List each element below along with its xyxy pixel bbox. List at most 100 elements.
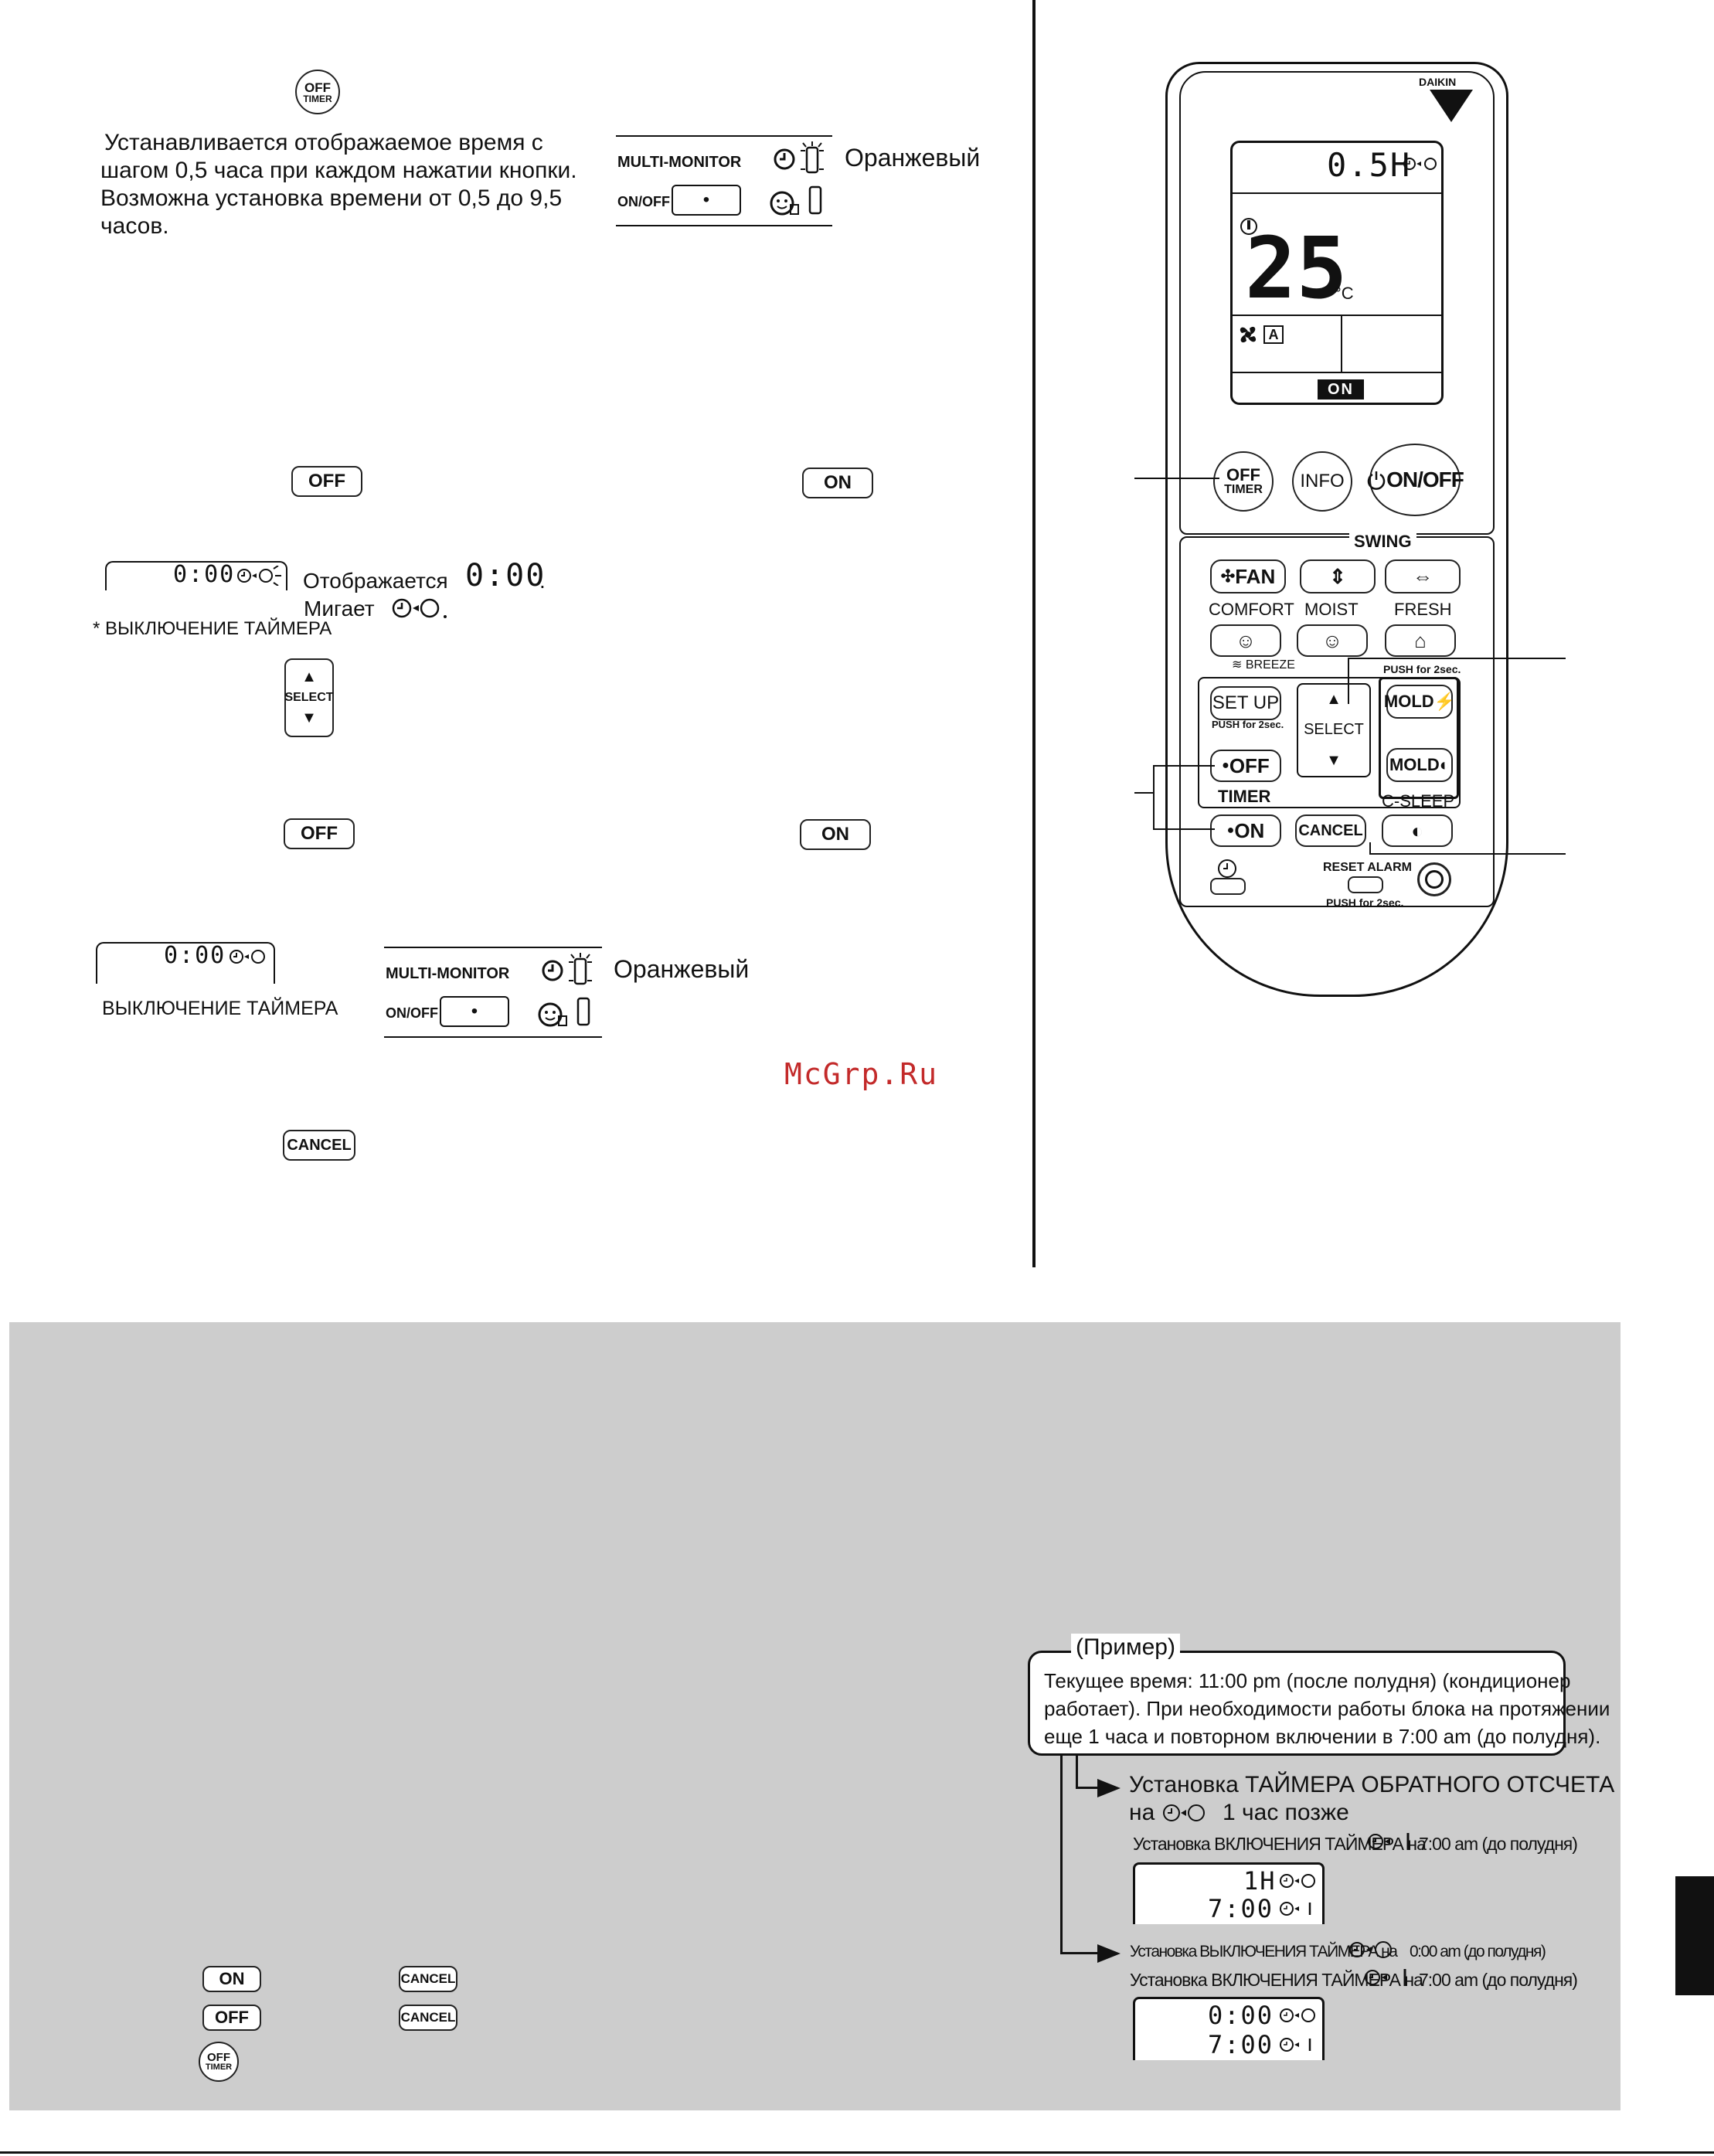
off-button-2[interactable]: OFF	[284, 818, 355, 849]
remote-reset-alarm-button[interactable]	[1348, 876, 1383, 893]
on-button-2[interactable]: ON	[800, 819, 871, 850]
cancel-button[interactable]: CANCEL	[283, 1130, 355, 1161]
column-divider	[1032, 0, 1036, 1267]
callout-select-v	[1348, 658, 1349, 704]
remote-off-timer-button[interactable]: INFO OFF TIMER	[1213, 451, 1274, 512]
example-lcd-1-top: 1H	[1243, 1866, 1277, 1896]
moist-icon: ☺	[1321, 628, 1343, 652]
auto-fan-icon: A	[1263, 325, 1284, 344]
onoff-label: ON/OFF	[617, 194, 670, 209]
off-timer-symbol-icon-2	[1163, 1804, 1205, 1821]
orange-color-label: Оранжевый	[845, 144, 981, 172]
bottom-cancel-button-1[interactable]: CANCEL	[399, 1966, 457, 1992]
lcd-display-result: 0:00	[96, 942, 275, 984]
remote-mold1-button[interactable]: MOLD⚡	[1384, 685, 1455, 719]
fan-icon	[1240, 326, 1257, 343]
remote-on-button[interactable]: ●ON	[1210, 814, 1281, 847]
orange-color-label-2: Оранжевый	[614, 955, 750, 983]
multi-monitor-panel: MULTI-MONITOR ON/OFF •	[616, 135, 832, 226]
example-title: (Пример)	[1071, 1634, 1180, 1661]
swing-label: SWING	[1349, 532, 1416, 552]
remote-off-button[interactable]: ●OFF	[1210, 750, 1281, 782]
page-bottom-rule	[0, 2151, 1714, 2154]
remote-fresh-button[interactable]: ⌂	[1385, 624, 1456, 657]
off-timer-button[interactable]: OFF TIMER	[295, 70, 340, 114]
remote-swing-horizontal-button[interactable]: ⇔	[1385, 559, 1461, 593]
example-lcd-1-bottom: 7:00	[1208, 1894, 1274, 1923]
remote-mold2-button[interactable]: MOLD◐	[1386, 748, 1453, 782]
lcd-display-step: 0:00	[105, 561, 287, 590]
example-box: Текущее время: 11:00 pm (после полудня) …	[1028, 1651, 1610, 1756]
arrow-1-head-icon	[1097, 1779, 1121, 1797]
lamp-off-icon-2	[576, 997, 590, 1026]
example-lcd-2: 0:00 7:00	[1133, 1997, 1325, 2060]
remote-moist-button[interactable]: ☺	[1297, 624, 1368, 657]
moist-label: MOIST	[1304, 600, 1359, 619]
remote-clock-icon	[1218, 859, 1236, 878]
remote-comfort-button[interactable]: ☺	[1210, 624, 1281, 657]
remote-cancel-button[interactable]: CANCEL	[1295, 814, 1366, 847]
timer-clock-icon-2	[542, 960, 563, 981]
comfort-label: COMFORT	[1209, 600, 1294, 619]
remote-clock-button[interactable]	[1210, 878, 1246, 895]
bottom-off-timer-top: OFF	[207, 2051, 230, 2064]
countdown-line-1: Установка ТАЙМЕРА ОБРАТНОГО ОТСЧЕТА	[1129, 1772, 1615, 1797]
remote-onoff-button[interactable]: ON/OFF	[1367, 444, 1464, 516]
remote-info-button[interactable]: INFO	[1292, 451, 1352, 512]
mold-frame	[1379, 677, 1459, 799]
remote-on-dot-icon: ●	[1226, 824, 1235, 837]
remote-control: DAIKIN 0.5H 25 °C A ON INFO OFF TIMER IN…	[1151, 54, 1522, 1005]
remote-fan-button[interactable]: ✣FAN	[1210, 559, 1286, 593]
display-result-caption: ВЫКЛЮЧЕНИЕ ТАЙМЕРА	[102, 998, 338, 1019]
remote-select-button[interactable]: ▲ SELECT ▼	[1297, 683, 1371, 777]
onoff-label-2: ON/OFF	[386, 1005, 438, 1021]
step1-line-1: Устанавливается отображаемое время с	[104, 130, 543, 155]
shown-text: Отображается	[303, 569, 448, 593]
bottom-off-timer-bottom: TIMER	[205, 2062, 233, 2072]
off-timer-top-label: OFF	[304, 80, 331, 95]
reset-alarm-label: RESET ALARM	[1323, 861, 1412, 874]
remote-csleep-button[interactable]: ◐	[1382, 814, 1453, 847]
countdown-line-2-post: 1 час позже	[1223, 1800, 1349, 1825]
econo-face-icon-2	[538, 1002, 567, 1027]
example-lcd-2-top: 0:00	[1208, 2001, 1274, 2030]
remote-swing-vertical-button[interactable]: ⇕	[1300, 559, 1376, 593]
bottom-off-button[interactable]: OFF	[202, 2005, 261, 2031]
thermometer-icon	[1240, 218, 1257, 235]
bottom-on-button[interactable]: ON	[202, 1966, 261, 1992]
countdown-line-2-pre: на	[1129, 1800, 1155, 1825]
power-icon	[1367, 471, 1386, 490]
on-button[interactable]: ON	[802, 468, 873, 498]
on-timer-symbol-icon	[1368, 1833, 1410, 1850]
example-line-1: Текущее время: 11:00 pm (после полудня) …	[1044, 1669, 1571, 1692]
push2-label: PUSH for 2sec.	[1383, 663, 1461, 675]
off-button[interactable]: OFF	[291, 466, 362, 497]
lamp-off-icon	[808, 185, 822, 215]
multi-monitor-panel-2: MULTI-MONITOR ON/OFF •	[384, 947, 602, 1038]
callout-timer-off	[1153, 765, 1215, 767]
econo-face-icon	[770, 191, 799, 216]
lcd-on-indicator: ON	[1318, 379, 1364, 400]
remote-lcd-temp: 25	[1245, 219, 1348, 318]
breeze-label: ≋ BREEZE	[1232, 658, 1295, 672]
multi-monitor-label-2: MULTI-MONITOR	[386, 965, 510, 982]
mold2-icon: ◐	[1439, 755, 1450, 774]
fan-small-icon: ✣	[1220, 566, 1236, 586]
swing-horizontal-icon: ⇔	[1413, 564, 1433, 588]
csleep-icon: ◐	[1411, 818, 1423, 842]
bottom-off-timer-button[interactable]: OFF TIMER	[199, 2042, 239, 2082]
remote-setup-button[interactable]: SET UP	[1210, 686, 1281, 720]
remote-off-dot-icon: ●	[1222, 759, 1229, 772]
off-timer-bottom-label: TIMER	[303, 93, 332, 104]
remote-select-up-icon: ▲	[1326, 691, 1342, 709]
remote-off-timer-bottom: TIMER	[1224, 483, 1263, 496]
arrow-stem	[1060, 1756, 1063, 1954]
callout-select	[1349, 658, 1566, 659]
timer-clock-icon	[774, 148, 795, 170]
watermark: McGrp.Ru	[784, 1057, 939, 1091]
callout-timer-on	[1153, 828, 1215, 830]
select-button[interactable]: ▲ SELECT ▼	[284, 658, 334, 737]
off-timer-symbol-icon-3	[1349, 1941, 1392, 1958]
setup-select-frame	[1198, 677, 1461, 808]
bottom-cancel-button-2[interactable]: CANCEL	[399, 2005, 457, 2031]
